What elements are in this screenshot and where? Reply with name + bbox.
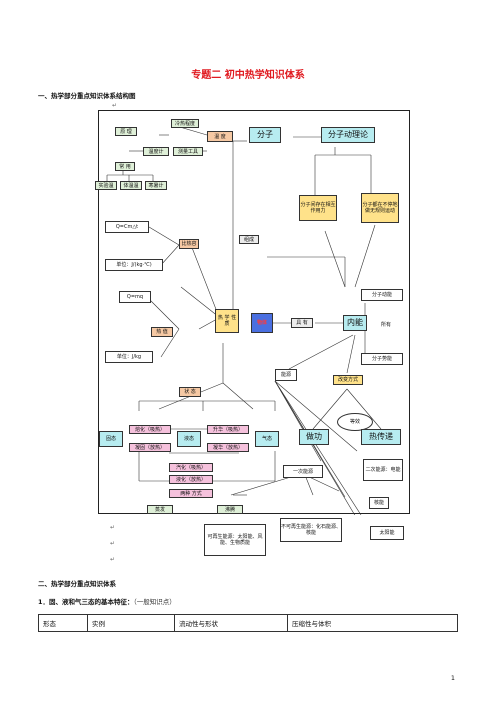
- molecule-box: 分子: [249, 127, 281, 143]
- weather-thermometer-box: 寒暑计: [145, 181, 167, 190]
- paragraph-mark: ↵: [112, 102, 118, 109]
- deposition-box: 凝华（放热）: [207, 443, 249, 452]
- state-box: 状 态: [179, 387, 201, 397]
- section-heading-1: 一、热学部分重点知识体系结构图: [38, 92, 136, 100]
- common-box: 常 用: [115, 162, 135, 171]
- molecular-kinetic-energy-box: 分子动能: [361, 289, 403, 301]
- molecular-motion-box: 分子都在不停地做无规则运动: [361, 193, 399, 223]
- specific-heat-box: 比热容: [179, 239, 199, 249]
- work-box: 做功: [299, 429, 329, 445]
- nonrenewable-energy-box: 不可再生能源：化石能源、核能: [280, 518, 342, 542]
- section-heading-2: 二、热学部分重点知识体系: [38, 580, 116, 588]
- principle-box: 原 理: [115, 127, 137, 136]
- measuring-tool-box: 测量工具: [173, 147, 203, 156]
- knowledge-structure-diagram: 原 理 温度计 测量工具 冷热程度 温 度 常 用 实验温 体温温 寒暑计 分子…: [95, 110, 410, 515]
- boiling-box: 沸腾: [217, 505, 243, 514]
- all-label: 所有: [381, 322, 392, 328]
- sublimation-box: 升华（吸热）: [207, 425, 249, 434]
- lab-thermometer-box: 实验温: [95, 181, 117, 190]
- states-table: 形态 实例 流动性与形状 压缩性与体积: [38, 614, 458, 632]
- solar-energy-box: 太阳能: [370, 526, 404, 540]
- intermolecular-force-box: 分子间存在相互作用力: [299, 195, 337, 221]
- temperature-box: 温 度: [207, 131, 233, 142]
- molecular-potential-energy-box: 分子势能: [361, 353, 403, 365]
- two-methods-box: 两种 方式: [169, 489, 213, 498]
- secondary-energy-box: 二次能源：电能: [363, 459, 403, 481]
- thermal-property-box: 热 学 性 质: [215, 309, 239, 333]
- formula-specific-heat: Q=Cm△t: [105, 221, 149, 233]
- heat-transfer-box: 热传递: [361, 429, 401, 445]
- evaporation-box: 蒸发: [147, 505, 173, 514]
- object-box: 物体: [251, 313, 273, 333]
- subsection-note: （一般知识点）: [133, 598, 176, 606]
- energy-source-box: 能源: [275, 369, 297, 381]
- paragraph-mark: ↵: [110, 540, 116, 547]
- unit-heat-value: 单位：J/kg: [105, 351, 153, 363]
- primary-energy-box: 一次能源: [283, 465, 323, 478]
- liquefaction-box: 液化（放热）: [169, 475, 213, 484]
- nuclear-energy-box: 核能: [369, 497, 389, 509]
- table-header-cell: 流动性与形状: [174, 614, 288, 632]
- page-title: 专题二 初中热学知识体系: [191, 70, 305, 81]
- table-header-cell: 实例: [87, 614, 175, 632]
- solid-box: 固态: [99, 431, 123, 447]
- subsection-heading: 1．固、液和气三态的基本特征：（一般知识点）: [38, 596, 176, 606]
- possess-box: 具 有: [291, 318, 313, 328]
- table-header-cell: 形态: [38, 614, 88, 632]
- heat-value-box: 热 值: [151, 327, 173, 337]
- renewable-energy-box: 可再生能源：太阳能、风能、生物质能: [204, 524, 266, 556]
- paragraph-mark: ↵: [110, 524, 116, 531]
- page-number: 1: [450, 674, 455, 682]
- diagram-connector-lines: [106, 124, 382, 515]
- unit-specific-heat: 单位：J/(kg·℃): [105, 259, 163, 271]
- equivalent-cloud: 等效: [337, 413, 373, 431]
- internal-energy-box: 内能: [343, 315, 367, 331]
- gas-box: 气态: [255, 431, 279, 447]
- table-header-cell: 压缩性与体积: [287, 614, 458, 632]
- change-method-box: 改变方式: [333, 375, 363, 385]
- table-row: 形态 实例 流动性与形状 压缩性与体积: [38, 614, 458, 632]
- thermometer-box: 温度计: [143, 147, 169, 156]
- melting-box: 熔化（吸热）: [129, 425, 171, 434]
- formula-heat-value: Q=mq: [119, 291, 151, 303]
- paragraph-mark: ↵: [110, 556, 116, 563]
- solidifying-box: 凝固（放热）: [129, 443, 171, 452]
- composition-box: 组成: [239, 235, 259, 244]
- vaporization-box: 汽化（吸热）: [169, 463, 213, 472]
- molecular-kinetic-theory-box: 分子动理论: [321, 127, 375, 143]
- subsection-title: 1．固、液和气三态的基本特征：: [38, 598, 134, 606]
- hot-cold-degree-box: 冷热程度: [171, 119, 199, 128]
- liquid-box: 液态: [177, 431, 201, 447]
- clinical-thermometer-box: 体温温: [120, 181, 142, 190]
